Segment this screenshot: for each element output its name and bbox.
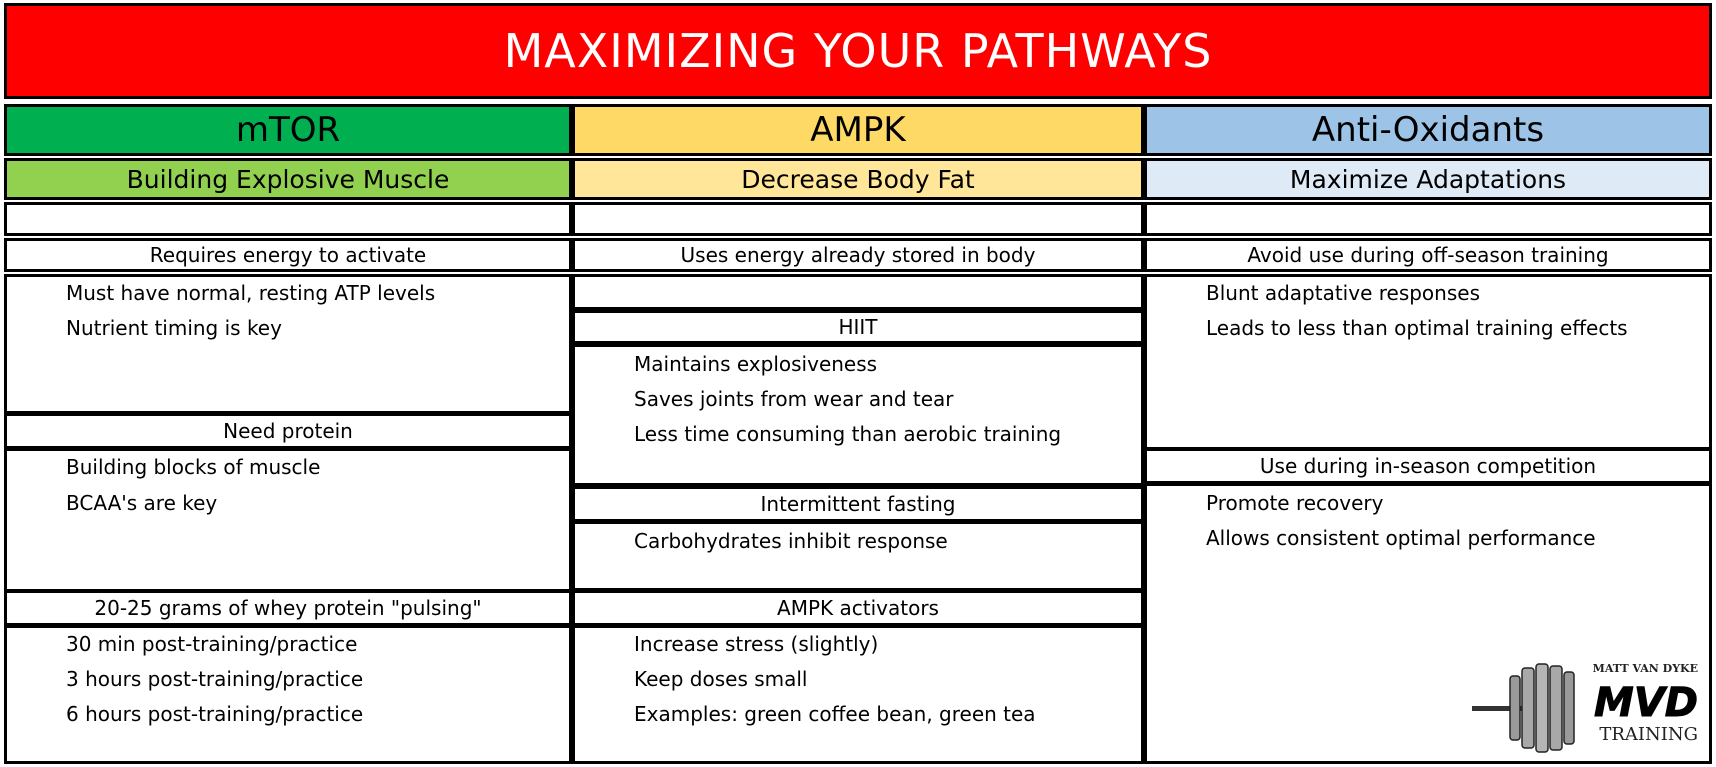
list-item: Promote recovery: [1206, 491, 1384, 515]
logo-top-text: MATT VAN DYKE: [1593, 662, 1698, 675]
list-item: Leads to less than optimal training effe…: [1206, 316, 1628, 340]
mtor-title: mTOR: [235, 110, 341, 150]
list-item: Allows consistent optimal performance: [1206, 526, 1596, 550]
mvd-training-logo: MATT VAN DYKE MVD TRAINING: [1472, 662, 1699, 753]
list-item: Nutrient timing is key: [66, 316, 282, 340]
anti-subtitle: Maximize Adaptations: [1289, 164, 1567, 194]
list-item: Building blocks of muscle: [66, 455, 321, 479]
ampk-section-label: AMPK activators: [572, 590, 1144, 626]
list-item: 30 min post-training/practice: [66, 632, 358, 656]
ampk-section-body: Maintains explosiveness Saves joints fro…: [572, 344, 1144, 486]
list-item: Less time consuming than aerobic trainin…: [634, 422, 1062, 446]
list-item: 6 hours post-training/practice: [66, 702, 364, 726]
list-item: Saves joints from wear and tear: [634, 387, 954, 411]
mtor-section-label: Need protein: [4, 413, 572, 449]
list-item: Keep doses small: [634, 667, 808, 691]
anti-section-body: Promote recovery Allows consistent optim…: [1144, 483, 1712, 764]
ampk-section-body: Carbohydrates inhibit response: [572, 521, 1144, 591]
mtor-section-body: 30 min post-training/practice 3 hours po…: [4, 625, 572, 764]
mtor-header: mTOR: [4, 104, 572, 156]
list-item: Carbohydrates inhibit response: [634, 529, 948, 553]
ampk-subtitle: Decrease Body Fat: [741, 164, 975, 194]
list-item: BCAA's are key: [66, 491, 218, 515]
ampk-title: AMPK: [810, 110, 906, 150]
logo-mid-text: MVD: [1594, 680, 1698, 726]
ampk-section-body: Increase stress (slightly) Keep doses sm…: [572, 625, 1144, 764]
mtor-section-label: Requires energy to activate: [4, 238, 572, 272]
ampk-blank-row: [572, 202, 1144, 236]
list-item: Increase stress (slightly): [634, 632, 879, 656]
list-item: Blunt adaptative responses: [1206, 281, 1480, 305]
mtor-section-body: Building blocks of muscle BCAA's are key: [4, 448, 572, 592]
mtor-blank-row: [4, 202, 572, 236]
ampk-section-label: HIIT: [572, 310, 1144, 344]
ampk-section-label: Intermittent fasting: [572, 486, 1144, 522]
anti-blank-row: [1144, 202, 1712, 236]
list-item: Examples: green coffee bean, green tea: [634, 702, 1036, 726]
list-item: Maintains explosiveness: [634, 352, 878, 376]
list-item: 3 hours post-training/practice: [66, 667, 364, 691]
mtor-section-label: 20-25 grams of whey protein "pulsing": [4, 590, 572, 626]
logo-bottom-text: TRAINING: [1599, 724, 1698, 745]
mtor-subtitle: Building Explosive Muscle: [126, 164, 450, 194]
anti-title: Anti-Oxidants: [1311, 110, 1545, 150]
ampk-blank-row: [572, 274, 1144, 310]
mtor-section-body: Must have normal, resting ATP levels Nut…: [4, 274, 572, 414]
title-bar: MAXIMIZING YOUR PATHWAYS: [4, 3, 1712, 99]
anti-subheader: Maximize Adaptations: [1144, 158, 1712, 200]
ampk-subheader: Decrease Body Fat: [572, 158, 1144, 200]
anti-section-label: Use during in-season competition: [1144, 448, 1712, 484]
list-item: Must have normal, resting ATP levels: [66, 281, 436, 305]
page-title: MAXIMIZING YOUR PATHWAYS: [503, 24, 1213, 78]
barbell-icon: [1472, 663, 1575, 753]
mtor-subheader: Building Explosive Muscle: [4, 158, 572, 200]
ampk-section-label: Uses energy already stored in body: [572, 238, 1144, 272]
anti-section-body: Blunt adaptative responses Leads to less…: [1144, 274, 1712, 450]
ampk-header: AMPK: [572, 104, 1144, 156]
anti-header: Anti-Oxidants: [1144, 104, 1712, 156]
anti-section-label: Avoid use during off-season training: [1144, 238, 1712, 272]
